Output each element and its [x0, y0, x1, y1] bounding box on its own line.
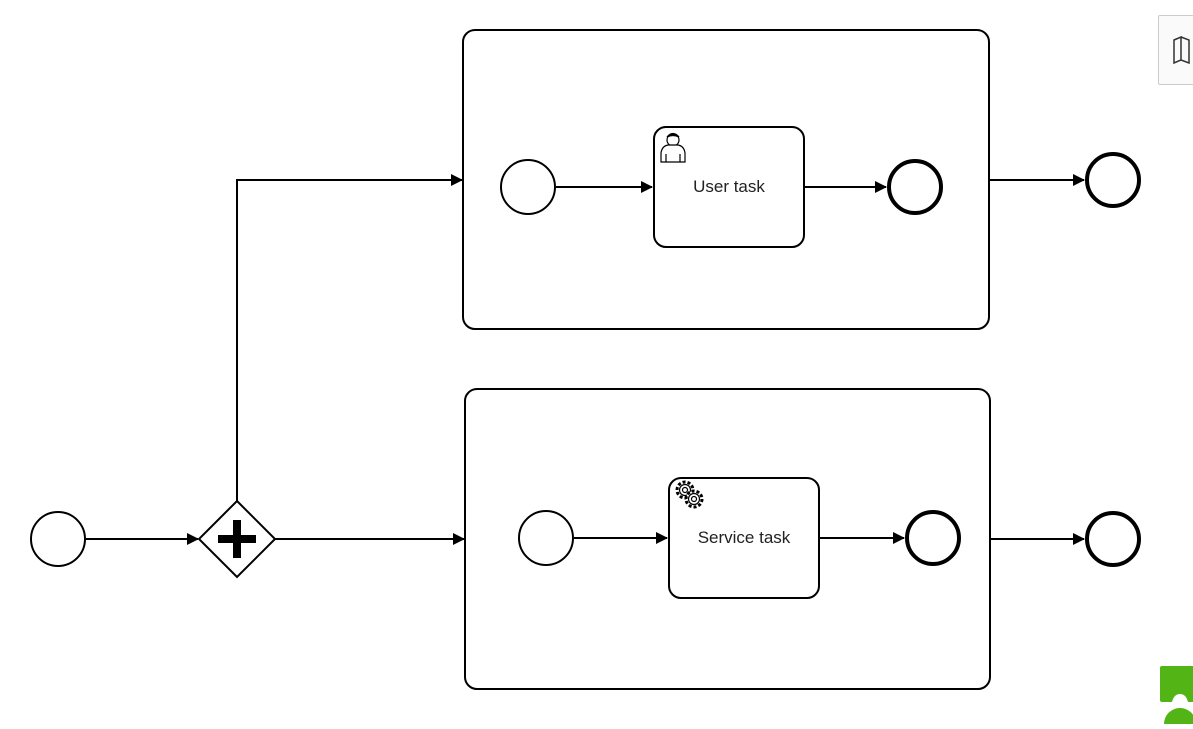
user-task[interactable]: User task	[653, 126, 805, 248]
parallel-gateway[interactable]	[197, 499, 277, 579]
user-icon	[660, 132, 686, 163]
main-start-event[interactable]	[30, 511, 86, 567]
logo-icon	[1160, 666, 1193, 729]
plus-icon	[218, 520, 256, 558]
lower-subprocess-end-event[interactable]	[905, 510, 961, 566]
upper-end-event[interactable]	[1085, 152, 1141, 208]
gear-icon	[675, 480, 704, 509]
lower-end-event[interactable]	[1085, 511, 1141, 567]
map-icon	[1173, 36, 1190, 64]
lower-subprocess-start-event[interactable]	[518, 510, 574, 566]
user-task-label: User task	[693, 177, 765, 196]
upper-subprocess-end-event[interactable]	[887, 159, 943, 215]
minimap-toggle-button[interactable]	[1158, 15, 1193, 85]
sequence-flow-gateway-to-upper-subprocess[interactable]	[236, 174, 463, 501]
upper-subprocess-start-event[interactable]	[500, 159, 556, 215]
service-task-label: Service task	[698, 528, 791, 547]
logo-watermark[interactable]	[1158, 664, 1193, 729]
service-task[interactable]: Service task	[668, 477, 820, 599]
